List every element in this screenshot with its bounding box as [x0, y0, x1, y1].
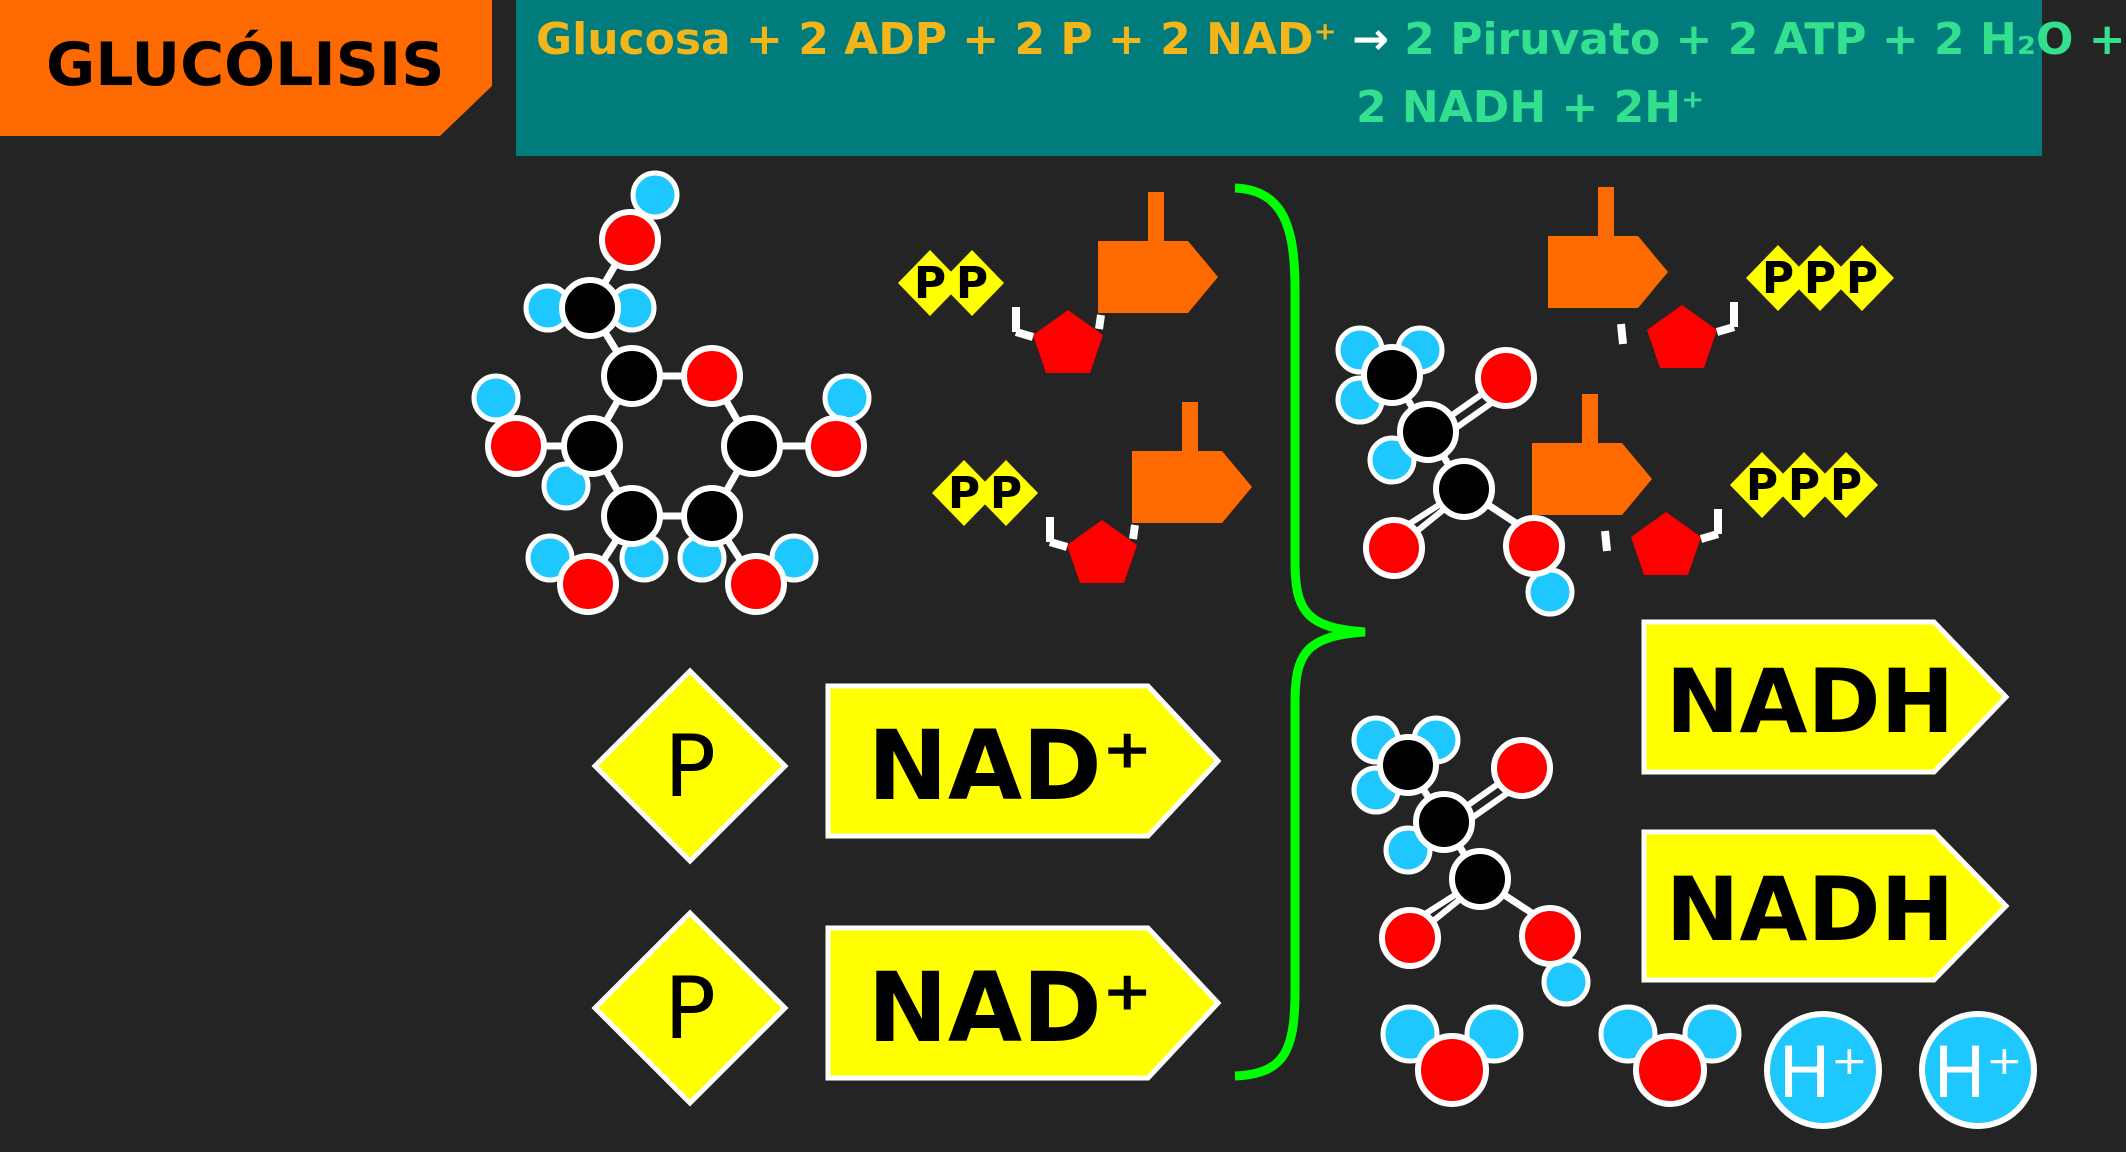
adp-molecule-2	[932, 402, 1252, 583]
nad-plus-1: NAD⁺	[825, 683, 1222, 839]
proton-2: H⁺	[1919, 1011, 2037, 1129]
phosphate-1-label: P	[664, 717, 716, 817]
nadh-2: NADH	[1641, 829, 2010, 983]
water-molecule-2	[1601, 1007, 1739, 1104]
phosphate-2: P	[591, 909, 789, 1107]
proton-1-label: H⁺	[1778, 1032, 1868, 1114]
nadh-2-label: NADH	[1666, 858, 1954, 961]
glucose-molecule	[471, 170, 872, 615]
water-molecule-1	[1383, 1007, 1521, 1104]
nadh-1: NADH	[1641, 619, 2010, 775]
nad-plus-2: NAD⁺	[825, 925, 1222, 1081]
equation-banner: Glucosa + 2 ADP + 2 P + 2 NAD⁺ → 2 Piruv…	[516, 0, 2126, 156]
adp-molecule-1	[898, 192, 1218, 373]
proton-1: H⁺	[1764, 1011, 1882, 1129]
equation-products-1: 2 Piruvato + 2 ATP + 2 H₂O +	[1404, 14, 2126, 65]
equation-line-1: Glucosa + 2 ADP + 2 P + 2 NAD⁺ → 2 Piruv…	[536, 14, 2126, 65]
nad-plus-2-label: NAD⁺	[868, 952, 1153, 1064]
equation-reactants: Glucosa + 2 ADP + 2 P + 2 NAD⁺	[536, 14, 1337, 65]
title-banner	[0, 0, 492, 136]
nad-plus-1-label: NAD⁺	[868, 710, 1153, 822]
proton-2-label: H⁺	[1933, 1032, 2023, 1114]
reaction-diagram: P P P P P	[471, 170, 2037, 1129]
reaction-arrow: →	[1352, 14, 1389, 65]
pyruvate-molecule-2	[1354, 718, 1588, 1004]
reaction-brace	[1234, 183, 1366, 1081]
nadh-1-label: NADH	[1666, 650, 1954, 753]
phosphate-1: P	[591, 667, 789, 865]
page-title: GLUCÓLISIS	[46, 30, 445, 100]
phosphate-2-label: P	[664, 959, 716, 1059]
atp-molecule-2	[1532, 394, 1878, 575]
atp-molecule-1	[1548, 187, 1894, 368]
equation-products-2: 2 NADH + 2H⁺	[1356, 82, 1705, 133]
